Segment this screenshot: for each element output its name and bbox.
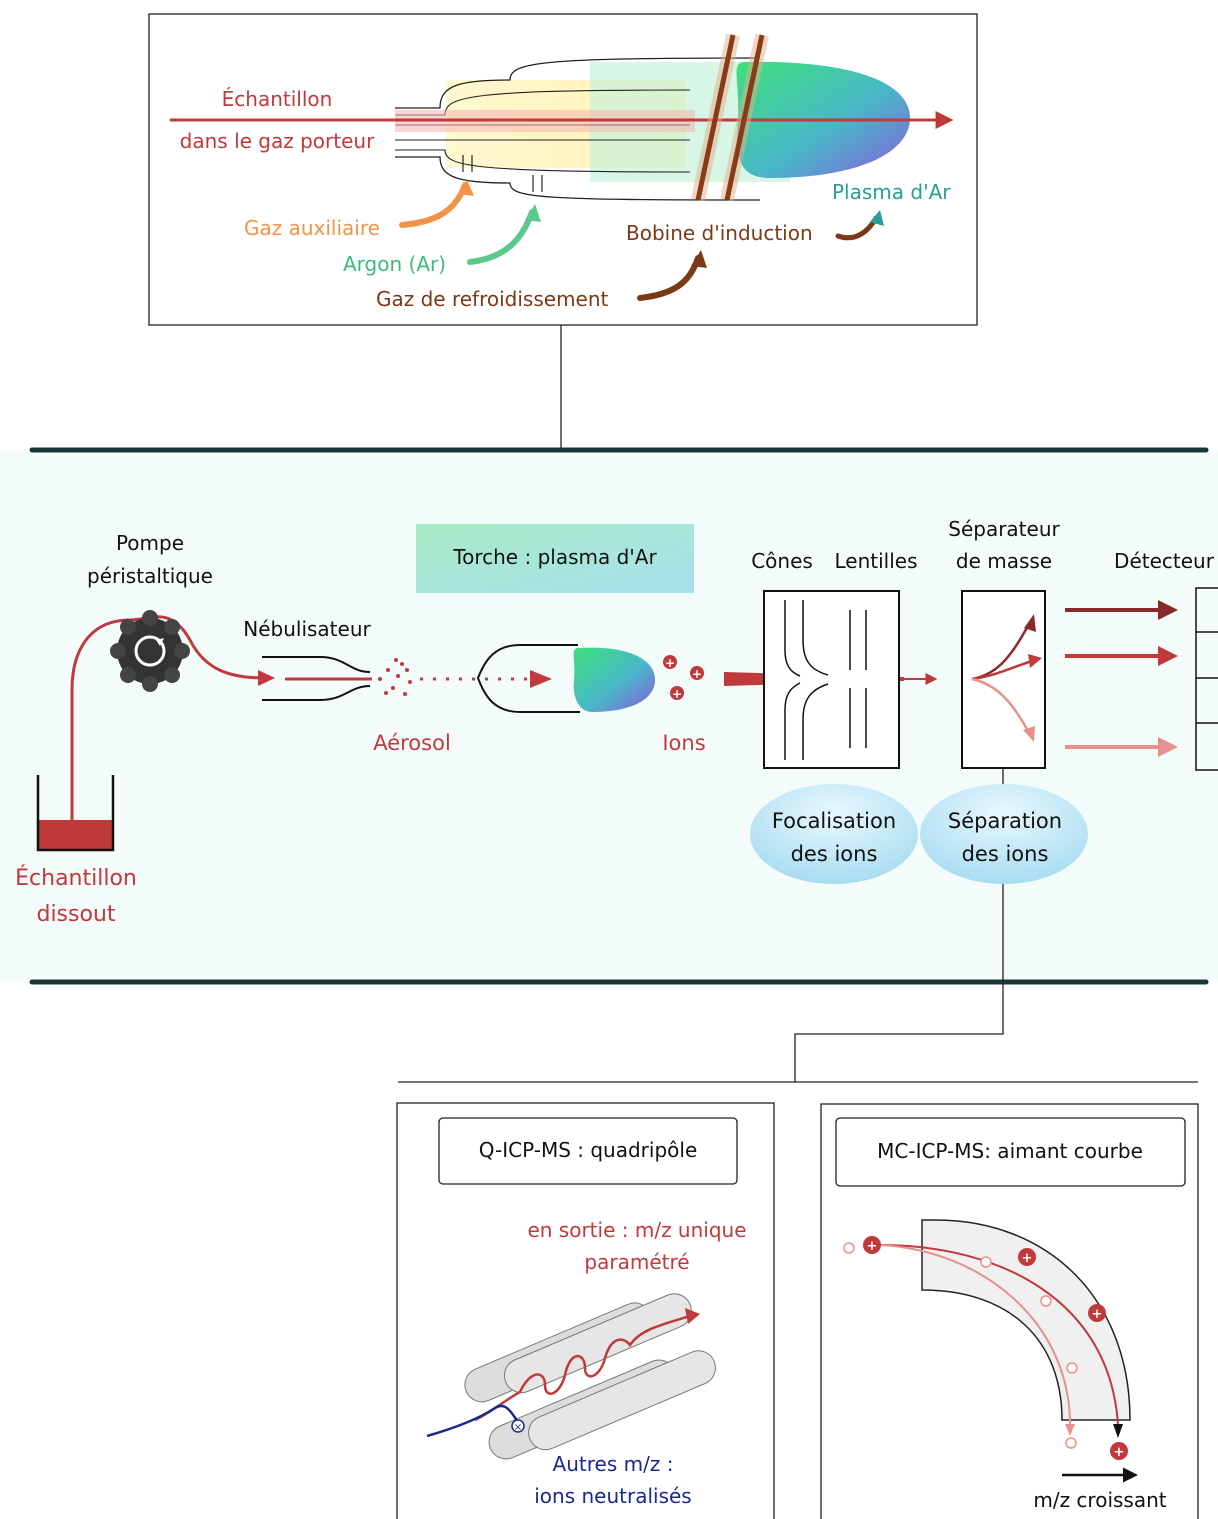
cones-lenses-box: [763, 590, 900, 769]
sample-label-line2: dans le gaz porteur: [180, 129, 375, 153]
torch-outer-tube-bottom: [395, 156, 761, 201]
q-other-line1: Autres m/z :: [553, 1452, 674, 1476]
plasma-label: Plasma d'Ar: [832, 180, 951, 204]
mc-path-heavy: [879, 1244, 1119, 1426]
peristaltic-pump-icon: [110, 610, 190, 692]
torch-middle-tube-bottom: [395, 149, 691, 173]
aux-gas-label: Gaz auxiliaire: [244, 216, 380, 240]
cooling-gas-label: Gaz de refroidissement: [376, 287, 609, 311]
q-other-line2: ions neutralisés: [534, 1484, 691, 1508]
cones-label: Cônes: [751, 549, 813, 573]
mc-icp-ms-panel: MC-ICP-MS: aimant courbe + + + + m/z cro…: [820, 1103, 1199, 1519]
nebulizer-label: Nébulisateur: [243, 617, 371, 641]
q-icp-ms-panel: Q-ICP-MS : quadripôle en sortie : m/z un…: [396, 1102, 775, 1519]
dissolved-sample-line2: dissout: [36, 902, 115, 927]
connector-bottom: [794, 884, 1004, 1082]
sep-label-line1: Séparation: [948, 809, 1062, 833]
focus-ellipse: [750, 784, 918, 884]
svg-text:+: +: [665, 656, 675, 670]
svg-text:+: +: [1022, 1251, 1033, 1266]
focus-label-line1: Focalisation: [772, 809, 896, 833]
q-out-line2: paramétré: [584, 1250, 689, 1274]
svg-text:×: ×: [514, 1422, 522, 1433]
svg-text:+: +: [692, 667, 702, 681]
mc-ion-icons: + + + +: [843, 1236, 1128, 1460]
pump-label-line1: Pompe: [116, 531, 184, 555]
mz-axis-label: m/z croissant: [1033, 1488, 1166, 1512]
torch-detail-panel: Échantillon dans le gaz porteur Gaz auxi…: [148, 13, 978, 326]
detector-label: Détecteur: [1114, 549, 1215, 573]
dissolved-sample-line1: Échantillon: [15, 865, 137, 891]
separator-label-line1: Séparateur: [948, 517, 1060, 541]
mc-title-box: [835, 1117, 1186, 1187]
lenses-label: Lentilles: [834, 549, 917, 573]
q-title-box: [438, 1117, 738, 1185]
main-flow-band: + + +: [0, 447, 1218, 985]
ions-label: Ions: [662, 731, 705, 755]
focus-label-line2: des ions: [791, 842, 878, 866]
sample-beaker: [36, 775, 115, 852]
mass-separator-box: [961, 590, 1046, 769]
aerosol-dots: [378, 658, 412, 696]
mc-title: MC-ICP-MS: aimant courbe: [877, 1139, 1143, 1163]
torch-outer-tube: [395, 57, 761, 109]
aerosol-label: Aérosol: [373, 731, 451, 755]
torch-small-outline: [476, 644, 580, 713]
q-title: Q-ICP-MS : quadripôle: [479, 1138, 698, 1162]
separator-label-line2: de masse: [956, 549, 1052, 573]
svg-text:+: +: [1114, 1445, 1125, 1460]
coil-label: Bobine d'induction: [626, 221, 813, 245]
mc-path-light: [879, 1244, 1071, 1426]
neutral-ion-icon: [511, 1419, 525, 1433]
pump-label-line2: péristaltique: [87, 564, 213, 588]
induction-coil: [691, 33, 769, 202]
detector-arrows: [1065, 587, 1218, 771]
ions-icon: + + +: [663, 655, 704, 701]
sample-label-line1: Échantillon: [222, 87, 333, 111]
q-ion-path: [474, 1314, 691, 1422]
argon-label: Argon (Ar): [343, 252, 446, 276]
svg-text:+: +: [672, 687, 682, 701]
svg-text:+: +: [867, 1239, 878, 1254]
quadrupole-rods-icon: [464, 1293, 716, 1460]
svg-text:+: +: [1092, 1307, 1103, 1322]
sep-label-line2: des ions: [962, 842, 1049, 866]
nebulizer-icon: [262, 656, 372, 701]
separation-ellipse: [920, 784, 1088, 884]
torch-label: Torche : plasma d'Ar: [452, 545, 657, 569]
torch-small-plasma: [573, 647, 655, 712]
q-out-line1: en sortie : m/z unique: [527, 1218, 746, 1242]
torch-label-box: [416, 524, 694, 593]
q-neutral-path: [426, 1404, 520, 1438]
